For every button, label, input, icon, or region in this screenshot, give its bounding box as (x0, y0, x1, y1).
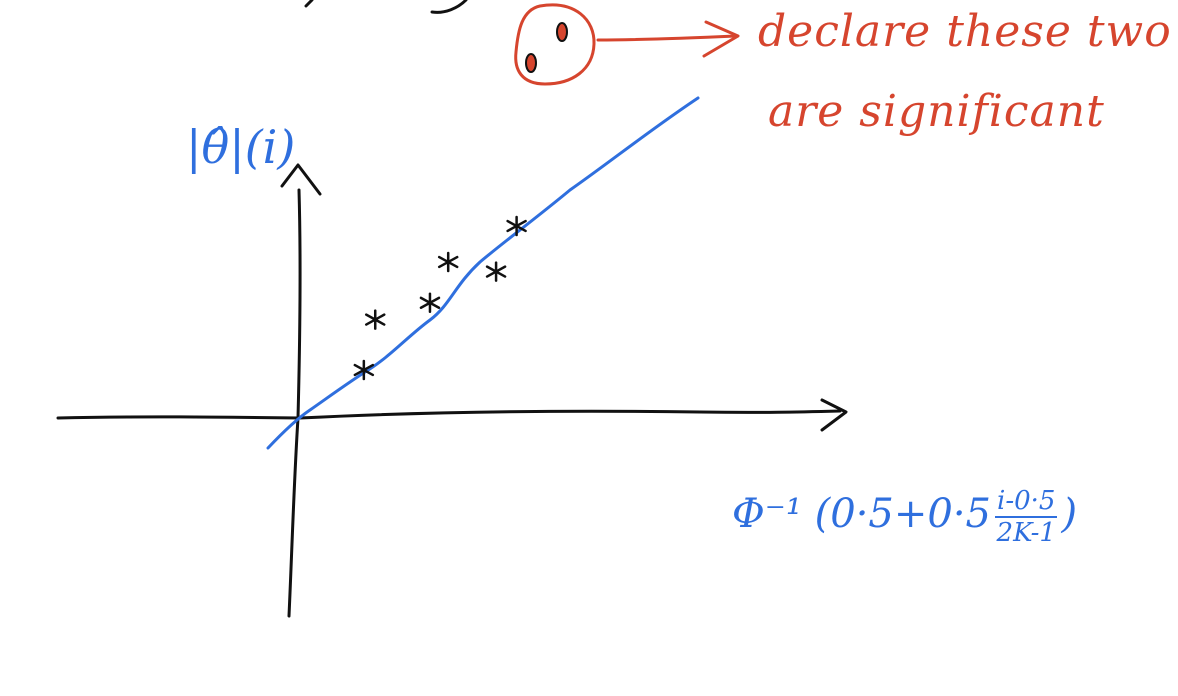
x-axis-arrowhead (820, 398, 848, 432)
highlight-circle (514, 3, 596, 86)
x-axis-label-denominator: 2K-1 (996, 518, 1056, 548)
partial-stroke-top-2 (304, 0, 314, 8)
annotation-arrowhead (702, 20, 740, 58)
annotation-line-2: are significant (768, 86, 1105, 137)
highlighted-point-1 (556, 22, 568, 42)
data-point (364, 309, 386, 330)
y-axis-label: |θ̂|(i) (186, 120, 296, 174)
x-axis-label-suffix: ) (1061, 491, 1078, 537)
data-point (353, 359, 375, 381)
x-axis-label-prefix: Φ⁻¹ (0·5+0·5 (732, 491, 992, 537)
x-axis-label-numerator: i-0·5 (995, 486, 1058, 518)
annotation-line-1: declare these two (758, 6, 1172, 57)
data-point (506, 215, 527, 237)
data-point (485, 261, 507, 282)
data-point (419, 292, 441, 314)
fit-line (266, 96, 700, 450)
highlighted-point-2 (525, 53, 537, 73)
data-point (437, 251, 459, 273)
partial-stroke-top (430, 0, 468, 14)
annotation-arrow (596, 34, 738, 42)
data-points (353, 215, 527, 381)
y-axis (287, 188, 302, 618)
x-axis (56, 409, 842, 420)
y-axis-arrowhead (280, 163, 322, 196)
